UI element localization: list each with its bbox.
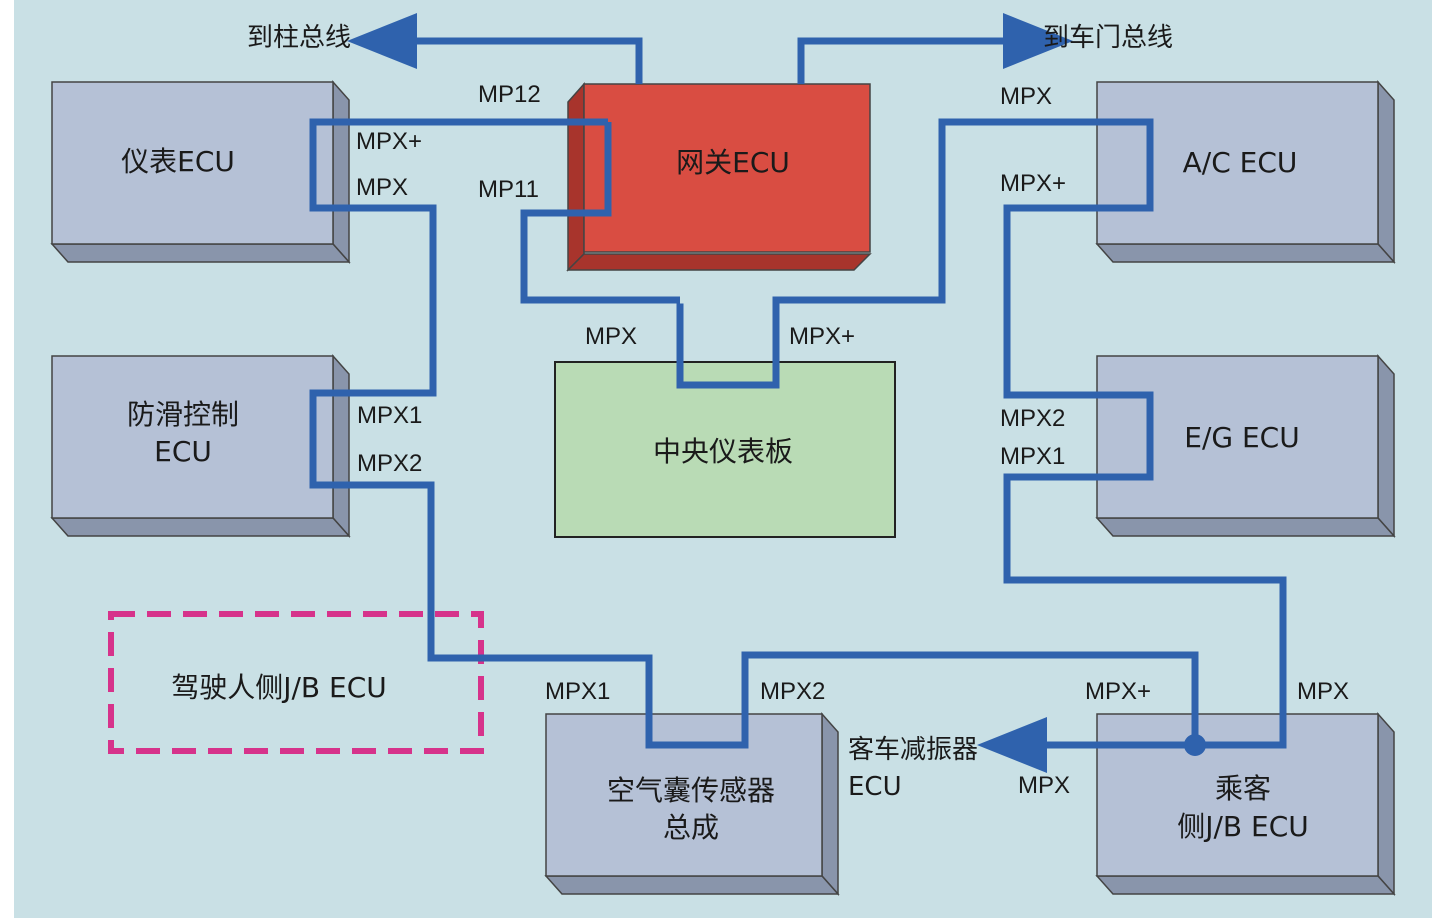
center-panel-label: 中央仪表板 bbox=[653, 435, 793, 468]
passenger-junction-dot bbox=[1184, 734, 1206, 756]
skid-control-ecu-label-line2: ECU bbox=[154, 435, 212, 468]
passenger-jb-ecu-label-line1: 乘客 bbox=[1215, 772, 1271, 805]
eg-ecu-block: E/G ECU bbox=[1095, 354, 1396, 538]
ac-ecu-block: A/C ECU bbox=[1095, 80, 1396, 264]
skid-control-ecu-block: 防滑控制 ECU bbox=[50, 354, 351, 538]
bus-lines bbox=[309, 13, 1287, 773]
suspension-ecu-label-line1: 客车减振器 bbox=[848, 735, 978, 765]
center-panel-block: 中央仪表板 bbox=[554, 361, 896, 538]
ac-mpx-plus-label: MPX+ bbox=[1000, 170, 1066, 197]
center-mpx-plus-label: MPX+ bbox=[789, 323, 855, 350]
mp12-label: MP12 bbox=[478, 81, 541, 108]
mp11-label: MP11 bbox=[478, 176, 539, 203]
door-bus-line bbox=[797, 13, 1073, 84]
mpx-left-loop-line bbox=[309, 118, 1199, 749]
to-pillar-bus-label: 到柱总线 bbox=[247, 23, 351, 53]
gateway-ecu-block: 网关ECU bbox=[566, 82, 872, 272]
meter-ecu-label: 仪表ECU bbox=[121, 145, 235, 178]
to-door-bus-label: 到车门总线 bbox=[1043, 23, 1173, 53]
meter-ecu-block: 仪表ECU bbox=[50, 80, 351, 264]
airbag-sensor-label-line1: 空气囊传感器 bbox=[607, 774, 775, 807]
airbag-sensor-block: 空气囊传感器 总成 bbox=[544, 712, 840, 896]
driver-jb-ecu-block: 驾驶人侧J/B ECU bbox=[108, 611, 484, 754]
meter-mpx-plus-label: MPX+ bbox=[356, 128, 422, 155]
airbag-sensor-label-line2: 总成 bbox=[663, 811, 719, 844]
eg-mpx1-label: MPX1 bbox=[1000, 443, 1065, 470]
eg-ecu-label: E/G ECU bbox=[1184, 421, 1299, 454]
suspension-ecu-label-line2: ECU bbox=[848, 772, 902, 802]
suspension-mpx-label: MPX bbox=[1018, 772, 1070, 799]
skid-control-ecu-label-line1: 防滑控制 bbox=[127, 398, 239, 431]
skid-mpx1-label: MPX1 bbox=[357, 402, 422, 429]
passenger-mpx-label: MPX bbox=[1297, 678, 1349, 705]
center-mpx-label: MPX bbox=[585, 323, 637, 350]
ac-mpx-label: MPX bbox=[1000, 83, 1052, 110]
mpx-right-loop-line bbox=[520, 118, 1287, 749]
driver-jb-ecu-label: 驾驶人侧J/B ECU bbox=[171, 671, 387, 704]
gateway-ecu-label: 网关ECU bbox=[676, 146, 790, 179]
pillar-bus-line bbox=[347, 13, 643, 84]
eg-mpx2-label: MPX2 bbox=[1000, 405, 1065, 432]
passenger-jb-ecu-label-line2: 侧J/B ECU bbox=[1177, 810, 1309, 843]
passenger-jb-ecu-block: 乘客 侧J/B ECU bbox=[1095, 712, 1396, 896]
meter-mpx-label: MPX bbox=[356, 174, 408, 201]
ac-ecu-label: A/C ECU bbox=[1183, 146, 1298, 179]
skid-mpx2-label: MPX2 bbox=[357, 450, 422, 477]
passenger-mpx-plus-label: MPX+ bbox=[1085, 678, 1151, 705]
airbag-mpx1-label: MPX1 bbox=[545, 678, 610, 705]
airbag-mpx2-label: MPX2 bbox=[760, 678, 825, 705]
